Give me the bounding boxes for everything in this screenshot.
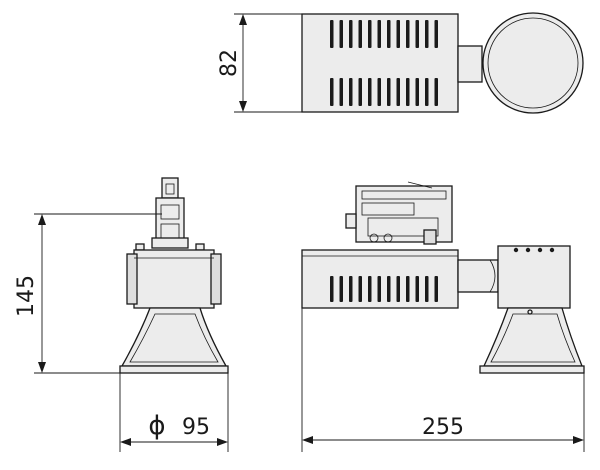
head-dot xyxy=(537,247,543,253)
vent-slot xyxy=(406,78,410,106)
vent-slot xyxy=(330,276,334,302)
dimension-95-label: 95 xyxy=(182,415,210,440)
front-view-adapter-top xyxy=(161,177,179,199)
vent-slot xyxy=(377,78,381,106)
vent-slot xyxy=(434,78,438,106)
vent-slot xyxy=(415,20,419,48)
dimension-82: 82 xyxy=(217,14,247,112)
side-view-lens-rim xyxy=(479,365,585,374)
vent-slot xyxy=(396,78,400,106)
side-view-head-dots xyxy=(513,247,555,253)
head-dot xyxy=(525,247,531,253)
vent-slot xyxy=(339,276,343,302)
vent-slot xyxy=(387,276,391,302)
head-dot xyxy=(513,247,519,253)
vent-slot xyxy=(358,20,362,48)
side-view-lamp-head xyxy=(497,245,571,309)
dimension-diameter-95: ϕ 95 xyxy=(120,411,228,446)
vent-slot xyxy=(396,20,400,48)
head-dot xyxy=(549,247,555,253)
side-view: 255 xyxy=(301,181,585,452)
dimension-145-label: 145 xyxy=(14,275,39,317)
vent-slot xyxy=(434,20,438,48)
front-view-reflector xyxy=(120,307,228,367)
dimension-255-label: 255 xyxy=(422,415,464,440)
vent-slot xyxy=(396,276,400,302)
side-view-reflector xyxy=(482,307,583,367)
dimension-255: 255 xyxy=(302,415,584,444)
vent-slot xyxy=(434,276,438,302)
vent-slot xyxy=(415,78,419,106)
vent-slot xyxy=(377,20,381,48)
vent-slot xyxy=(368,276,372,302)
vent-slot xyxy=(425,78,429,106)
vent-slot xyxy=(330,20,334,48)
vent-slot xyxy=(339,78,343,106)
top-view: 82 xyxy=(217,12,584,114)
vent-slot xyxy=(330,78,334,106)
top-view-connector xyxy=(457,45,483,83)
vent-slot xyxy=(406,276,410,302)
vent-slot xyxy=(387,78,391,106)
top-view-lamp-head xyxy=(482,12,584,114)
front-view-housing xyxy=(133,249,215,309)
vent-slot xyxy=(368,78,372,106)
vent-slot xyxy=(377,276,381,302)
vent-slot xyxy=(415,276,419,302)
top-view-vent-slots-upper xyxy=(330,20,438,48)
vent-slot xyxy=(349,78,353,106)
vent-slot xyxy=(339,20,343,48)
dimension-145: 145 xyxy=(14,214,46,373)
diameter-symbol: ϕ xyxy=(148,411,165,441)
vent-slot xyxy=(425,20,429,48)
vent-slot xyxy=(406,20,410,48)
side-view-vent-slots xyxy=(330,276,438,302)
vent-slot xyxy=(368,20,372,48)
vent-slot xyxy=(358,276,362,302)
front-view: 145 ϕ 95 xyxy=(14,177,229,452)
vent-slot xyxy=(387,20,391,48)
front-view-lens-rim xyxy=(119,365,229,374)
vent-slot xyxy=(358,78,362,106)
side-view-connector xyxy=(457,259,499,293)
vent-slot xyxy=(425,276,429,302)
vent-slot xyxy=(349,20,353,48)
top-view-vent-slots-lower xyxy=(330,78,438,106)
dimension-82-label: 82 xyxy=(217,49,242,77)
vent-slot xyxy=(349,276,353,302)
